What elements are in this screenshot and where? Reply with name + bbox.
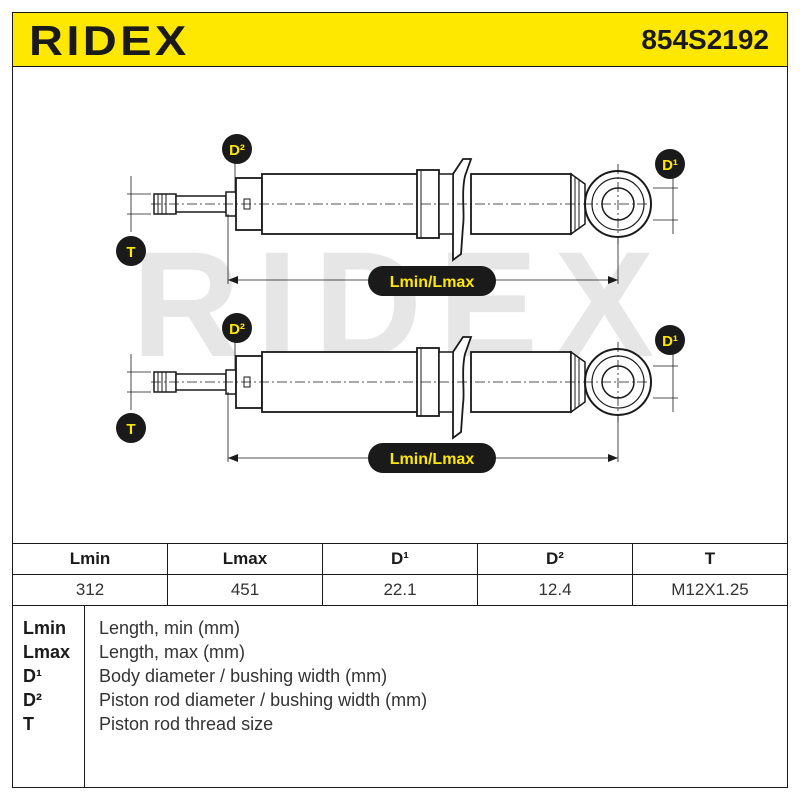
svg-text:T: T: [126, 421, 135, 438]
spec-header-d2: D²: [477, 543, 633, 575]
spec-table: Lmin Lmax D¹ D² T 312 451 22.1 12.4 M12X…: [12, 543, 788, 606]
spec-table-value-row: 312 451 22.1 12.4 M12X1.25: [12, 574, 788, 606]
svg-text:D²: D²: [229, 321, 245, 338]
spec-header-d1: D¹: [322, 543, 478, 575]
svg-text:D²: D²: [229, 142, 245, 159]
legend-divider: [84, 606, 85, 787]
t-badge-top: T: [116, 236, 146, 266]
spec-header-t: T: [632, 543, 788, 575]
spec-value-lmin: 312: [12, 574, 168, 606]
legend-desc: Length, min (mm): [99, 618, 241, 638]
part-number: 854S2192: [641, 24, 769, 55]
t-badge-bottom: T: [116, 413, 146, 443]
spec-value-t: M12X1.25: [632, 574, 788, 606]
legend-box: Lmin Length, min (mm) Lmax Length, max (…: [12, 606, 788, 788]
svg-text:Lmin/Lmax: Lmin/Lmax: [390, 274, 475, 291]
d1-badge-bottom: D¹: [655, 325, 685, 355]
svg-text:Lmin/Lmax: Lmin/Lmax: [390, 451, 475, 468]
legend-desc: Length, max (mm): [99, 642, 246, 662]
legend-key: T: [23, 714, 34, 734]
svg-text:T: T: [126, 244, 135, 261]
svg-text:D¹: D¹: [662, 157, 678, 174]
legend-item: Lmax Length, max (mm): [13, 642, 787, 666]
legend-key: D²: [23, 690, 42, 710]
spec-header-lmin: Lmin: [12, 543, 168, 575]
length-badge-bottom: Lmin/Lmax: [368, 443, 496, 473]
technical-drawing: RIDEX D² D¹ T Lmin/Lmax D² D¹: [12, 66, 788, 544]
brand-logo: RIDEX: [29, 17, 190, 64]
svg-text:D¹: D¹: [662, 333, 678, 350]
legend-item: T Piston rod thread size: [13, 714, 787, 738]
legend-key: Lmax: [23, 642, 71, 662]
legend-item: D² Piston rod diameter / bushing width (…: [13, 690, 787, 714]
header-bar: RIDEX 854S2192: [12, 12, 788, 67]
legend-key: Lmin: [23, 618, 66, 638]
d2-badge-bottom: D²: [222, 313, 252, 343]
legend-desc: Piston rod thread size: [99, 714, 274, 734]
legend-item: Lmin Length, min (mm): [13, 618, 787, 642]
legend-key: D¹: [23, 666, 42, 686]
spec-value-d1: 22.1: [322, 574, 478, 606]
d2-badge-top: D²: [222, 134, 252, 164]
spec-value-d2: 12.4: [477, 574, 633, 606]
spec-value-lmax: 451: [167, 574, 323, 606]
spec-table-header-row: Lmin Lmax D¹ D² T: [12, 543, 788, 575]
d1-badge-top: D¹: [655, 149, 685, 179]
shock-absorber-diagram: RIDEX D² D¹ T Lmin/Lmax D² D¹: [116, 134, 685, 473]
legend-desc: Piston rod diameter / bushing width (mm): [99, 690, 428, 710]
spec-header-lmax: Lmax: [167, 543, 323, 575]
legend-item: D¹ Body diameter / bushing width (mm): [13, 666, 787, 690]
legend-desc: Body diameter / bushing width (mm): [99, 666, 388, 686]
length-badge-top: Lmin/Lmax: [368, 266, 496, 296]
